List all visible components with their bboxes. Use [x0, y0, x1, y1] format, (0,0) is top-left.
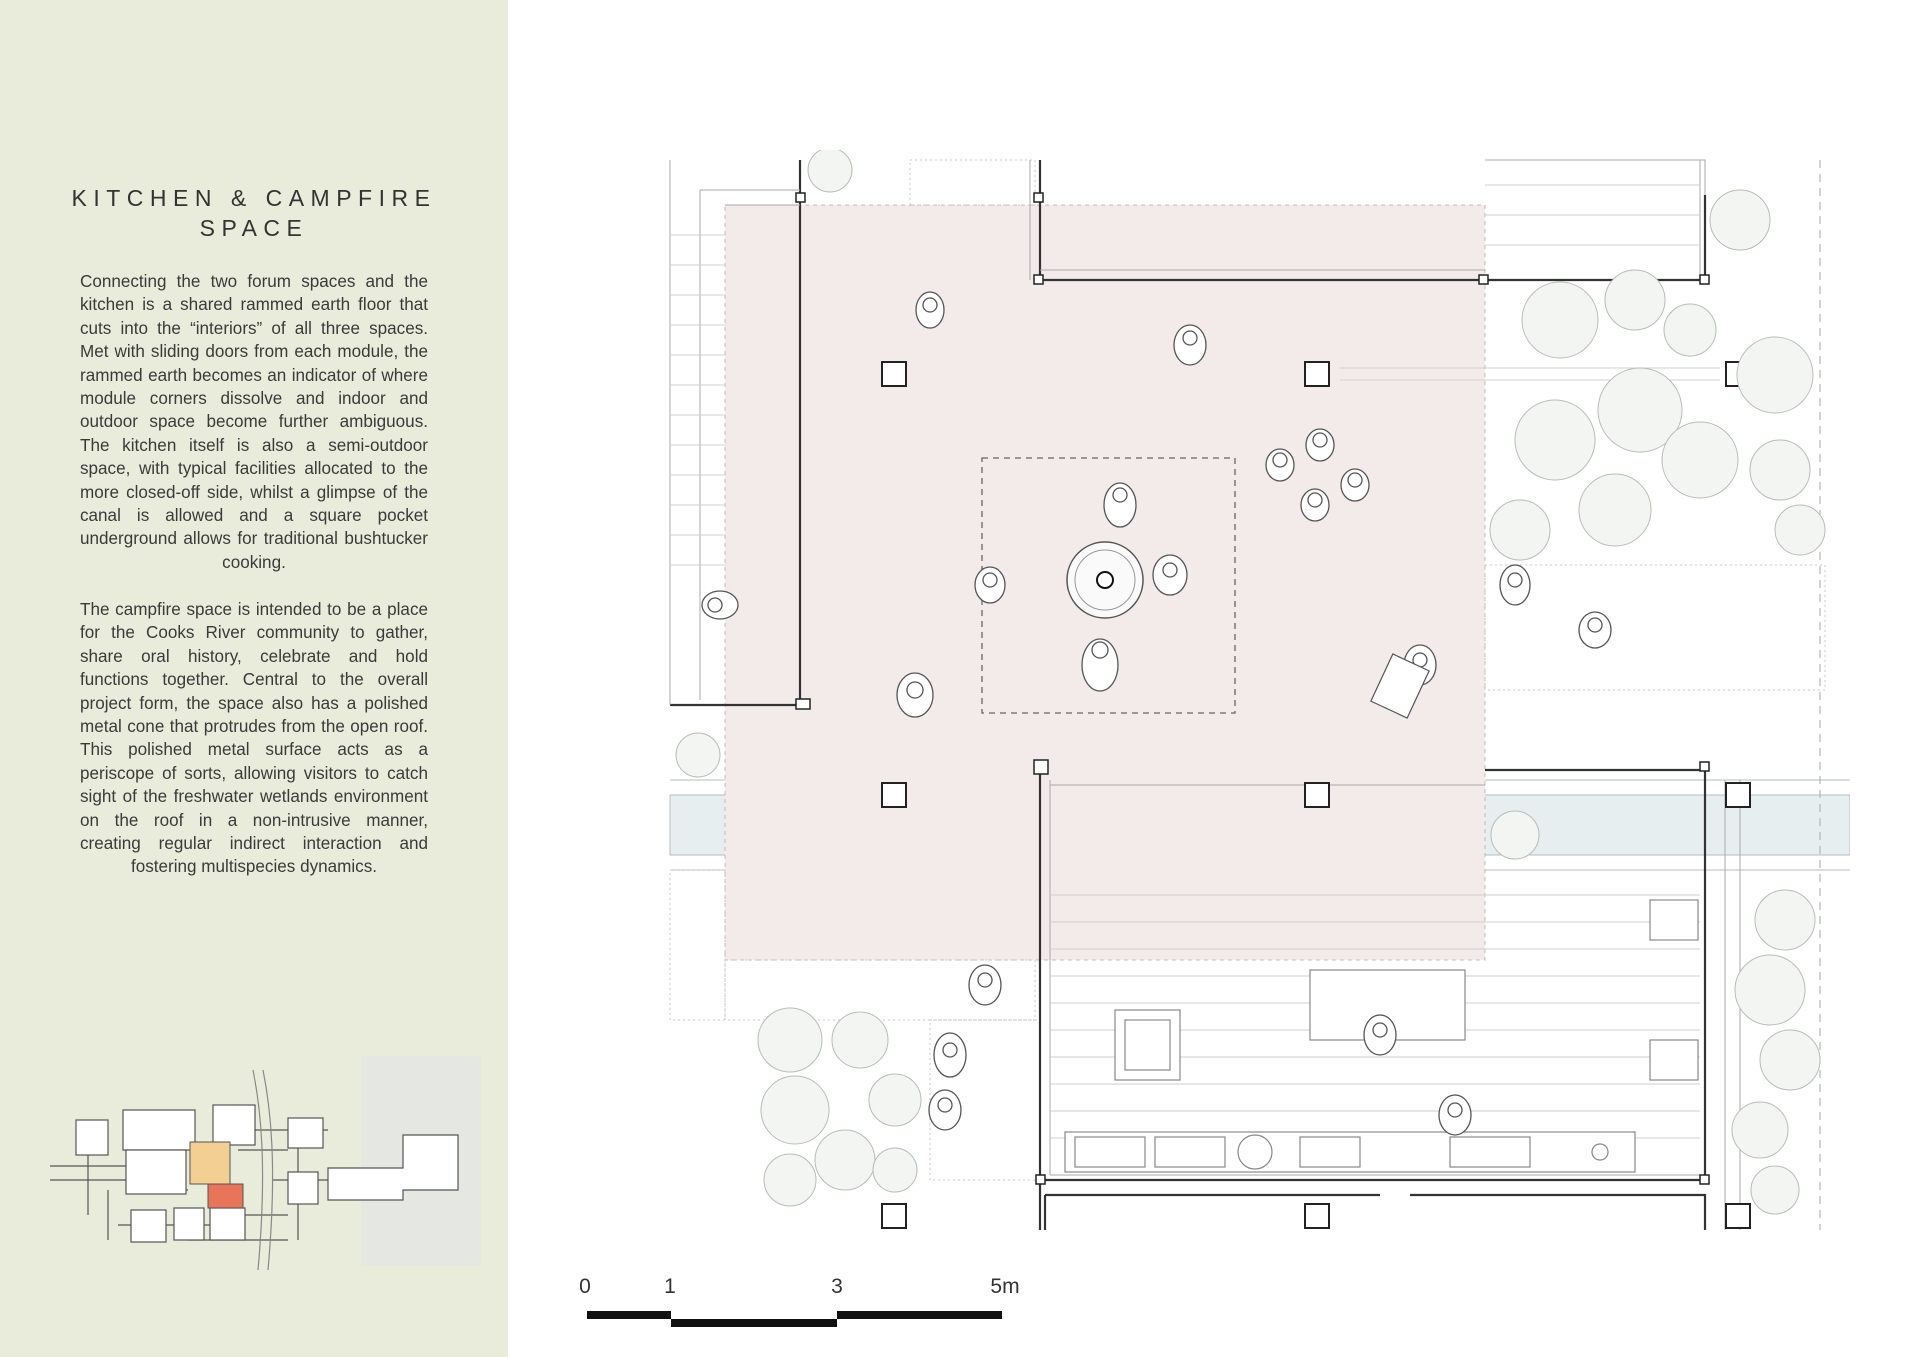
person-figure	[915, 291, 945, 329]
scale-label: 3	[831, 1275, 843, 1298]
title-line-1: KITCHEN & CAMPFIRE	[71, 185, 437, 211]
bushtucker-tray	[1370, 653, 1430, 719]
person-figure	[1499, 564, 1531, 606]
scale-bar: 0 1 3 5m	[565, 1275, 1020, 1335]
person-figure	[933, 1032, 967, 1078]
people	[701, 291, 1612, 1136]
person-figure	[1578, 611, 1612, 649]
person-figure	[1152, 554, 1188, 596]
person-figure	[928, 1089, 962, 1131]
person-figure	[968, 964, 1002, 1006]
campfire-court-outline	[981, 457, 1236, 714]
person-figure	[701, 590, 739, 620]
site-key-map	[50, 1056, 481, 1270]
description-paragraph-campfire: The campfire space is intended to be a p…	[80, 600, 428, 877]
scale-label: 0	[579, 1275, 591, 1298]
person-figure	[1081, 638, 1119, 692]
keymap-highlight-kitchen	[207, 1183, 244, 1209]
person-figure	[1265, 448, 1295, 482]
keymap-highlight-campfire	[189, 1141, 231, 1185]
campfire	[1066, 541, 1144, 619]
wall-posts	[795, 192, 1710, 1185]
keymap-modules	[75, 1104, 459, 1243]
person-figure	[896, 672, 934, 718]
title-line-2: SPACE	[199, 215, 309, 241]
floor-plan	[669, 150, 1850, 1230]
left-steps	[670, 234, 725, 566]
person-figure	[1103, 482, 1137, 528]
scale-bar-graphic	[587, 1311, 1002, 1327]
person-figure	[974, 566, 1006, 604]
scale-label: 1	[664, 1275, 676, 1298]
page-title: KITCHEN & CAMPFIRE SPACE	[40, 183, 468, 243]
kitchen-fixtures	[1064, 899, 1699, 1173]
scale-label: 5m	[990, 1275, 1020, 1298]
person-figure	[1300, 488, 1330, 522]
person-figure	[1363, 1014, 1397, 1056]
person-figure	[1438, 1094, 1472, 1136]
person-figure	[1173, 324, 1207, 366]
description-paragraph-kitchen: Connecting the two forum spaces and the …	[80, 272, 428, 572]
vegetation	[675, 150, 1826, 1215]
floor-dashed-edge	[724, 204, 1486, 961]
person-figure	[1305, 428, 1335, 462]
sidebar-panel: KITCHEN & CAMPFIRE SPACE Connecting the …	[0, 0, 508, 1357]
person-figure	[1340, 468, 1370, 502]
